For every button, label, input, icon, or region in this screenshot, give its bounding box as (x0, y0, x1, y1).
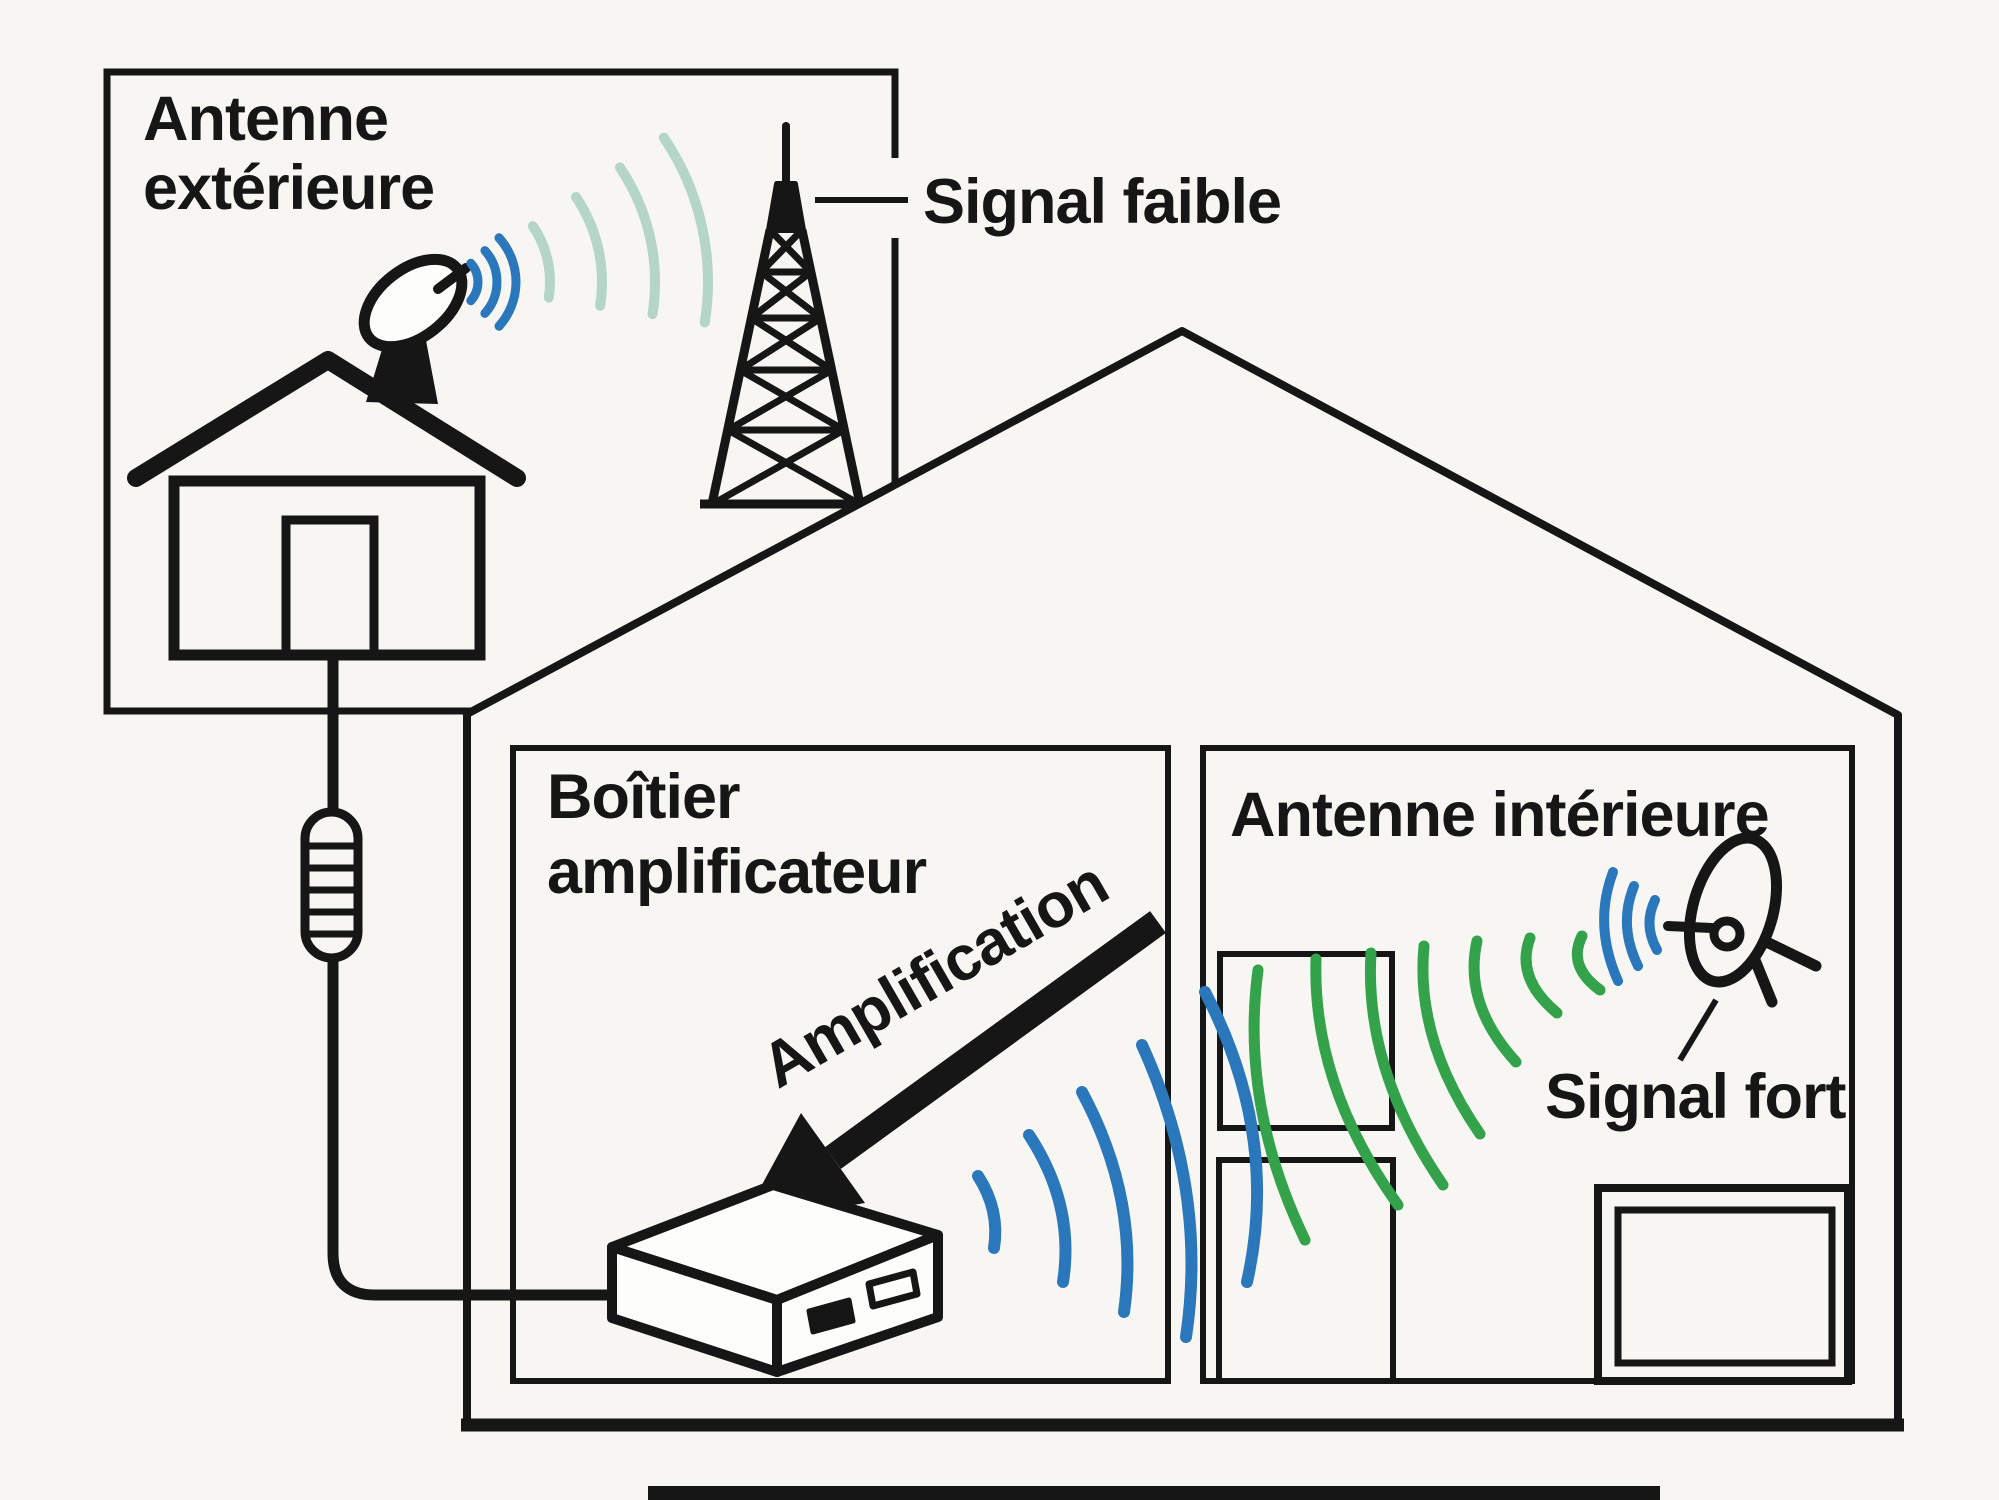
strong-signal-connector (1677, 998, 1719, 1062)
house-walls (168, 475, 486, 661)
cell-tower-icon (700, 122, 872, 509)
tv-frame (1594, 1184, 1852, 1385)
amplifier-room-box (510, 745, 1171, 1384)
arrow-shaft (825, 911, 1166, 1169)
indoor-antenna-room-box (1200, 745, 1855, 1384)
indoor-dish-reflector (1683, 832, 1783, 988)
coax-cable (300, 655, 612, 1301)
house-icon (127, 351, 526, 661)
strong-signal-label: Signal fort (1545, 1062, 1847, 1132)
amplifier-right-face (772, 1230, 943, 1377)
indoor-antenna-label: Antenne intérieure (1230, 780, 1769, 850)
indoor-dish-feed-arm (1663, 921, 1717, 933)
amplified-waves-blue (972, 986, 1263, 1343)
ground-line (648, 1486, 1660, 1500)
coil-icon (300, 807, 363, 963)
outdoor-antenna-label-line2: extérieure (143, 153, 434, 223)
window-upper (1217, 951, 1395, 1131)
outdoor-antenna-label-line1: Antenne (143, 84, 388, 154)
satellite-dish-icon (358, 253, 471, 404)
indoor-satellite-dish-icon (1663, 832, 1822, 1008)
weak-signal-label: Signal faible (923, 167, 1281, 237)
weak-signal-waves-teal (527, 132, 713, 328)
amplifier-box-label-line2: amplificateur (547, 837, 927, 907)
tower-head (766, 181, 806, 233)
cable-path (327, 655, 612, 1301)
tower-lattice (716, 227, 856, 505)
house-door (281, 515, 379, 660)
indoor-waves-green (1248, 930, 1606, 1246)
amplifier-box-label-line1: Boîtier (547, 762, 740, 832)
weak-signal-waves-blue (466, 233, 521, 331)
amplifier-port-filled (806, 1297, 856, 1335)
dish-reflector (358, 253, 468, 353)
indoor-dish-feedhorn (1709, 916, 1745, 952)
house-roof (127, 351, 526, 487)
window-lower (1216, 1157, 1396, 1384)
amplifier-port-outline (865, 1268, 921, 1310)
amplifier-box-icon (607, 1180, 943, 1377)
indoor-waves-blue (1599, 867, 1662, 986)
dish-feed (433, 263, 471, 294)
